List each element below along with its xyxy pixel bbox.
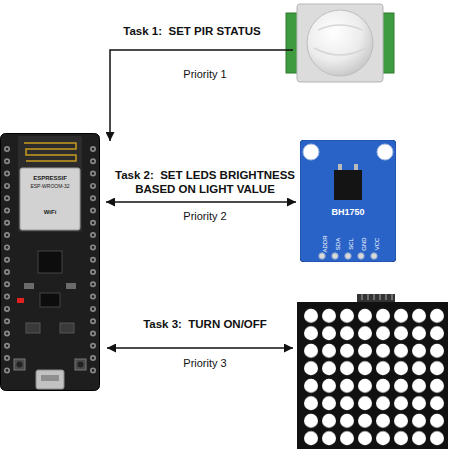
task-label: Task 3: TURN ON/OFF	[143, 317, 267, 331]
priority-label: Priority 1	[183, 67, 226, 81]
pin-name: VCC	[373, 238, 381, 251]
led-matrix	[297, 294, 448, 449]
task1-arrow	[110, 50, 293, 141]
esp32-board: ESPRESSIFESP-WROOM-32WiFi	[0, 133, 100, 391]
brand-label: ESPRESSIF	[33, 174, 67, 182]
chip-label: BH1750	[331, 207, 364, 218]
priority-label: Priority 2	[183, 209, 226, 223]
wifi-label: WiFi	[44, 208, 57, 216]
pin-name: ADDR	[321, 236, 329, 253]
priority-label: Priority 3	[183, 356, 226, 370]
pin-name: SCL	[347, 238, 355, 250]
task-label: Task 1: SET PIR STATUS	[123, 24, 260, 38]
pir-sensor	[286, 4, 394, 82]
connector-arrow	[106, 201, 296, 203]
pin-name: SDA	[334, 238, 342, 250]
esp32-board-outline	[0, 133, 100, 391]
task3-arrow	[107, 347, 293, 349]
light-sensor-module: BH1750ADDR SDA SCL GND VCC	[300, 140, 396, 262]
pin-name: GND	[360, 237, 368, 250]
module-label: ESP-WROOM-32	[30, 183, 69, 189]
task-label: Task 2: SET LEDS BRIGHTNESS BASED ON LIG…	[105, 168, 305, 196]
